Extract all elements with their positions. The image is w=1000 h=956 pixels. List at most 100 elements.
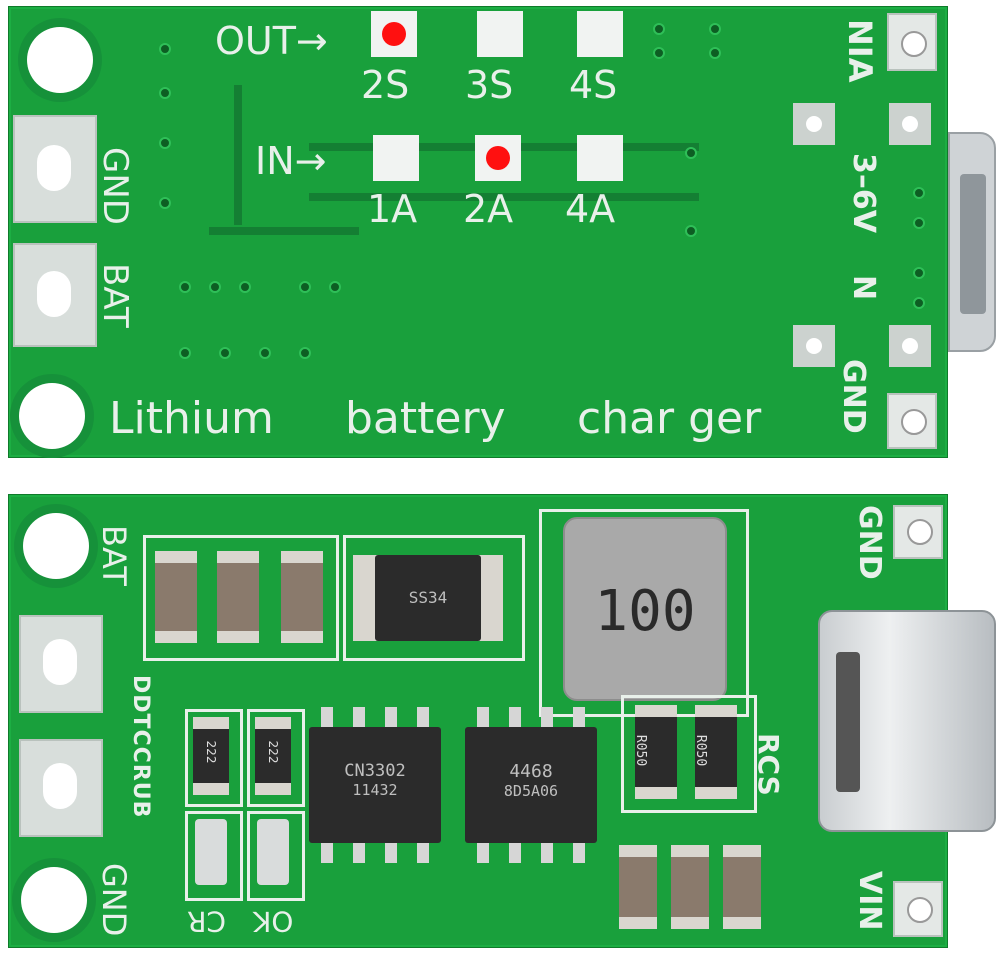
- resistor-marking: 222: [204, 740, 218, 764]
- gnd-left-label: GND: [95, 863, 133, 937]
- bat-label: BAT: [95, 525, 133, 586]
- resistor-marking: R050: [693, 734, 709, 767]
- bottom-board: BAT DDTCCRUB GND SS34 100 222 222 CR OK: [8, 494, 948, 948]
- via: [299, 281, 311, 293]
- jumper-pad-4s[interactable]: [577, 11, 623, 57]
- vin-pad[interactable]: [893, 881, 943, 937]
- vin-label: VIN: [852, 871, 887, 931]
- ic-marking-line-1: CN3302: [344, 761, 406, 781]
- in-label: IN→: [255, 139, 327, 183]
- diode-marking: SS34: [408, 588, 448, 607]
- mosfet-ic: 4468 8D5A06: [465, 727, 597, 843]
- usb-pad[interactable]: [793, 325, 835, 367]
- ic-pin: [477, 707, 489, 727]
- via: [159, 43, 171, 55]
- component-outline: [185, 811, 243, 901]
- via: [913, 297, 925, 309]
- out-option-4s: 4S: [569, 63, 618, 107]
- resistor: 222: [255, 717, 291, 795]
- top-board: OUT→ 2S 3S 4S IN→ 1A 2A 4A GND BAT Lithi…: [8, 6, 948, 458]
- via: [329, 281, 341, 293]
- in-option-4a: 4A: [565, 187, 616, 231]
- jumper-pad-2s[interactable]: [371, 11, 417, 57]
- component-outline: [247, 811, 305, 901]
- via: [179, 281, 191, 293]
- vin-label: NIA: [841, 19, 879, 83]
- out-option-2s: 2S: [361, 63, 410, 107]
- inductor: 100: [563, 517, 727, 701]
- capacitor: [619, 845, 657, 929]
- via: [159, 87, 171, 99]
- gnd-terminal-pad[interactable]: [19, 739, 103, 837]
- bat-terminal-pad[interactable]: [19, 615, 103, 713]
- selected-marker: [486, 146, 510, 170]
- side-code-label: DDTCCRUB: [128, 675, 153, 819]
- jumper-pad-4a[interactable]: [577, 135, 623, 181]
- caption-word-charger: char ger: [577, 393, 762, 444]
- vin-pad[interactable]: [887, 13, 937, 71]
- jumper-pad-1a[interactable]: [373, 135, 419, 181]
- ic-pin: [573, 843, 585, 863]
- voltage-label: 3–6V: [846, 153, 881, 233]
- via: [913, 267, 925, 279]
- gnd-right-label: GND: [852, 505, 887, 580]
- out-option-3s: 3S: [465, 63, 514, 107]
- ic-pin: [477, 843, 489, 863]
- ic-pin: [385, 707, 397, 727]
- capacitor: [281, 551, 323, 643]
- bat-terminal-pad[interactable]: [13, 243, 97, 347]
- jumper-pad-3s[interactable]: [477, 11, 523, 57]
- component-outline: [143, 535, 339, 661]
- mount-hole: [19, 383, 85, 449]
- usb-c-connector[interactable]: [818, 610, 996, 832]
- in-option-1a: 1A: [367, 187, 418, 231]
- capacitor: [671, 845, 709, 929]
- diode-package: SS34: [353, 555, 503, 641]
- via: [159, 197, 171, 209]
- resistor: 222: [193, 717, 229, 795]
- gnd-terminal-pad[interactable]: [13, 115, 97, 223]
- via: [179, 347, 191, 359]
- mount-hole: [21, 867, 87, 933]
- mount-hole: [27, 27, 93, 93]
- usb-pad[interactable]: [793, 103, 835, 145]
- caption-word-battery: battery: [345, 393, 506, 444]
- n-label: N: [846, 275, 881, 301]
- ic-marking-line-2: 8D5A06: [503, 782, 559, 800]
- trace: [234, 85, 242, 225]
- via: [219, 347, 231, 359]
- sense-resistor: R050: [633, 705, 677, 799]
- via: [653, 47, 665, 59]
- jumper-pad-2a[interactable]: [475, 135, 521, 181]
- via: [159, 137, 171, 149]
- usb-pad[interactable]: [889, 325, 931, 367]
- diode-body: SS34: [375, 555, 481, 641]
- ic-pin: [573, 707, 585, 727]
- in-option-2a: 2A: [463, 187, 514, 231]
- trace: [209, 227, 359, 235]
- via: [239, 281, 251, 293]
- usb-c-port[interactable]: [948, 132, 996, 352]
- usb-pad[interactable]: [889, 103, 931, 145]
- via: [299, 347, 311, 359]
- via: [709, 23, 721, 35]
- capacitor: [155, 551, 197, 643]
- via: [209, 281, 221, 293]
- via: [653, 23, 665, 35]
- cr-label: CR: [187, 905, 227, 938]
- gnd-right-pad[interactable]: [893, 505, 943, 559]
- ic-pin: [321, 843, 333, 863]
- trace: [309, 193, 699, 201]
- sense-resistor: R050: [693, 705, 737, 799]
- ic-marking-line-2: 11432: [352, 781, 398, 799]
- gnd-right-label: GND: [836, 359, 871, 434]
- ic-pin: [321, 707, 333, 727]
- ic-marking-line-1: 4468: [509, 761, 553, 782]
- ic-pin: [385, 843, 397, 863]
- capacitor: [217, 551, 259, 643]
- gnd-right-pad[interactable]: [887, 393, 937, 449]
- via: [913, 187, 925, 199]
- via: [685, 225, 697, 237]
- ic-pin: [509, 843, 521, 863]
- component-outline: [185, 709, 243, 807]
